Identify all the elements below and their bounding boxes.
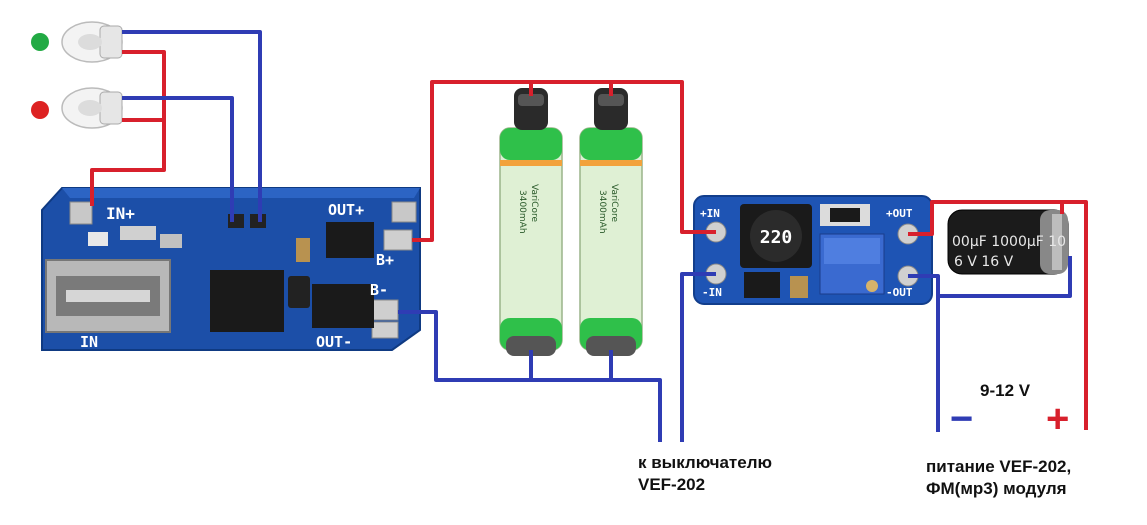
boost-module: 220 +IN -IN +OUT -OUT: [693, 195, 933, 305]
capacitor-marking-line1: 00µF 1000µF 10: [952, 234, 1066, 250]
inductor-marking: 220: [760, 227, 793, 248]
battery-2: 3400mAh VariCore: [579, 88, 643, 356]
led-green: [31, 21, 123, 63]
wire-out-plus-to-cap: [908, 200, 1064, 236]
led-red-indicator-dot: [31, 101, 49, 119]
label-out-minus: OUT-: [316, 333, 352, 351]
plus-sign: +: [1046, 397, 1069, 441]
battery-1-capacity: 3400mAh: [517, 190, 527, 234]
label-vin-minus: -IN: [702, 286, 722, 299]
wire-green-led-cathode: [122, 30, 262, 222]
label-out-plus: OUT+: [328, 201, 364, 219]
led-green-indicator-dot: [31, 33, 49, 51]
battery-1: 3400mAh VariCore: [499, 88, 563, 356]
battery-1-brand: VariCore: [529, 184, 539, 222]
voltage-label: 9-12 V: [980, 381, 1031, 400]
wire-b-plus-to-boost: [412, 80, 716, 242]
wires-blue: [122, 30, 1072, 442]
label-vout-minus: -OUT: [886, 286, 913, 299]
label-in-plus: IN+: [106, 204, 135, 223]
label-vin-plus: +IN: [700, 207, 720, 220]
label-b-plus: B+: [376, 251, 394, 269]
wire-led-to-in-plus: [90, 50, 166, 206]
power-label-line2: ФМ(мр3) модуля: [926, 479, 1067, 498]
wires-red: [90, 50, 1088, 430]
battery-2-brand: VariCore: [609, 184, 619, 222]
wire-red-led-cathode: [122, 96, 234, 222]
minus-sign: −: [950, 397, 973, 441]
power-label-line1: питание VEF-202,: [926, 457, 1071, 476]
capacitor-marking-line2: 6 V 16 V: [954, 254, 1014, 270]
label-b-minus: B-: [370, 281, 388, 299]
wire-b-minus-to-switch: [398, 310, 662, 442]
capacitor: 00µF 1000µF 10 6 V 16 V: [947, 209, 1069, 275]
wire-out-plus-lead: [1062, 200, 1088, 430]
charger-chip: [210, 270, 284, 332]
label-vout-plus: +OUT: [886, 207, 913, 220]
wire-boost-minus-to-switch: [680, 272, 716, 442]
battery-2-capacity: 3400mAh: [597, 190, 607, 234]
led-red: [31, 87, 123, 129]
label-in-minus: IN: [80, 333, 98, 351]
switch-label-line2: VEF-202: [638, 475, 705, 494]
switch-label-line1: к выключателю: [638, 453, 772, 472]
charger-board: IN+ OUT+ B+ B- OUT- IN: [41, 187, 421, 351]
